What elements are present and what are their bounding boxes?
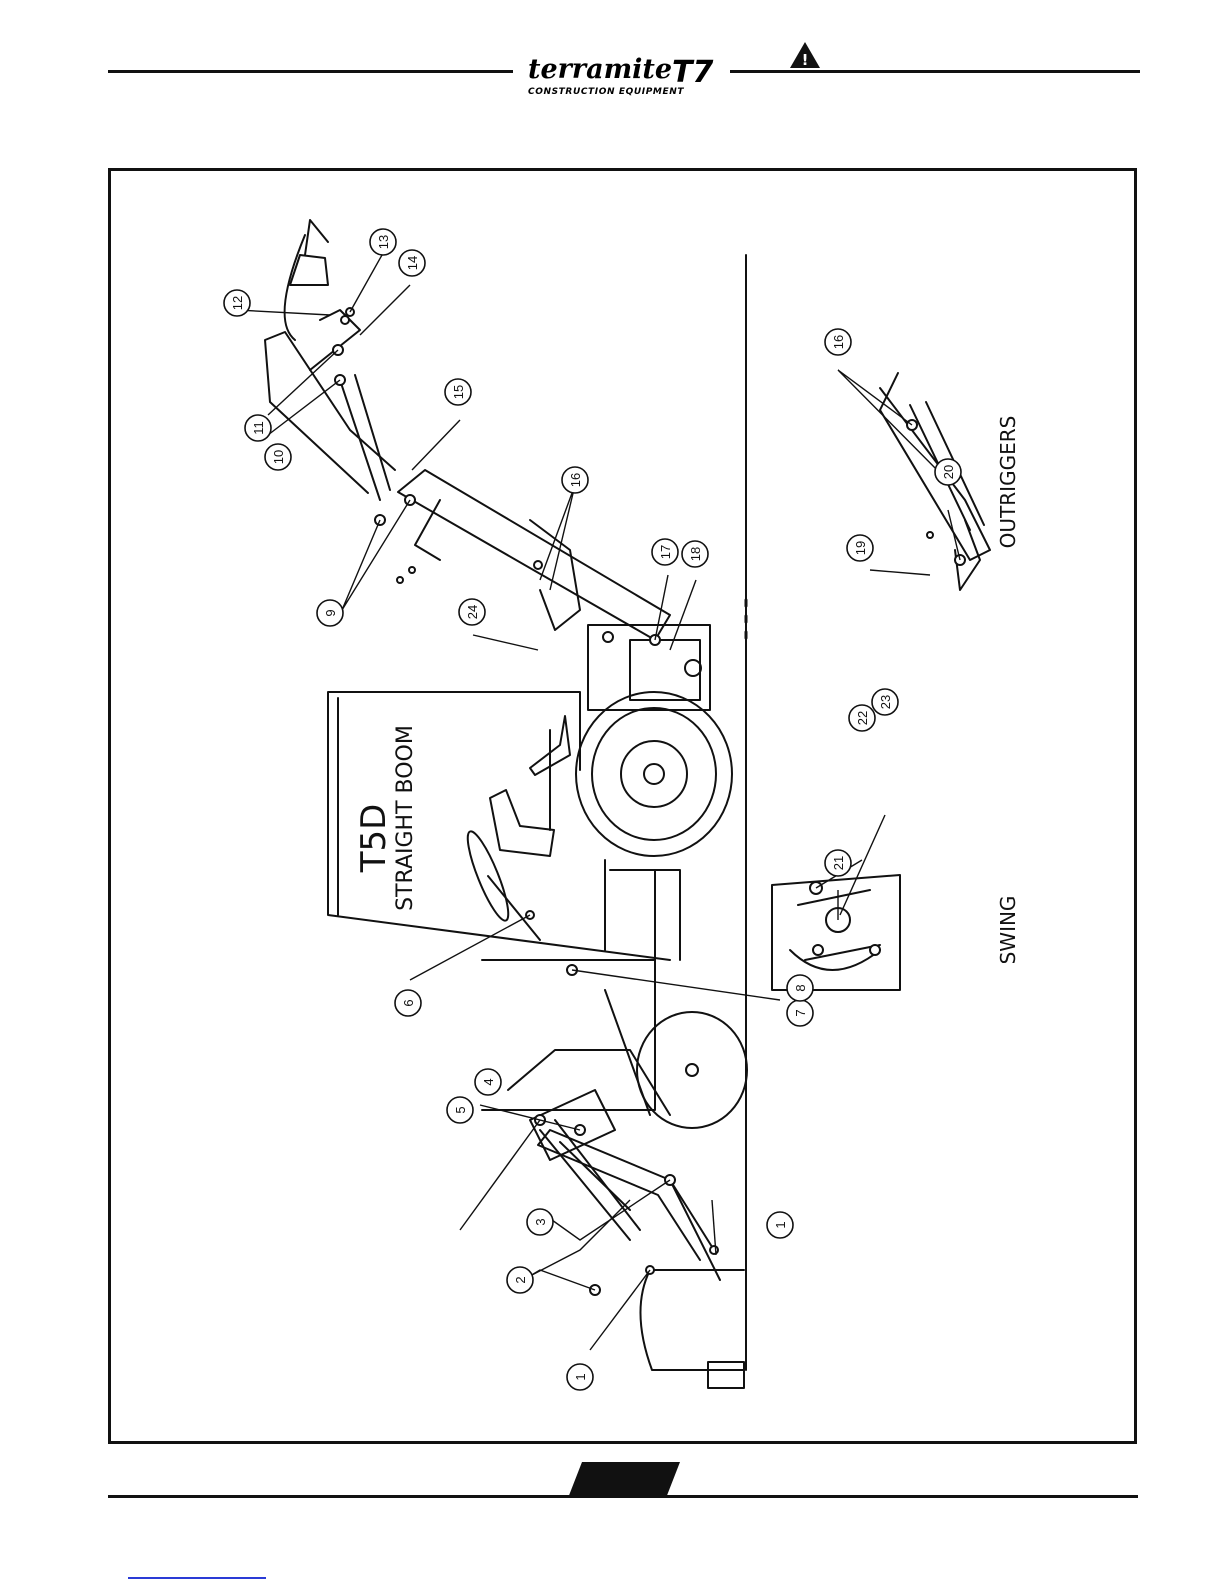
svg-text:13: 13 bbox=[376, 235, 391, 249]
callout-17: 17 bbox=[652, 539, 678, 565]
callout-14: 14 bbox=[399, 250, 425, 276]
svg-text:6: 6 bbox=[401, 999, 416, 1006]
svg-text:1: 1 bbox=[573, 1373, 588, 1380]
callout-16-boom: 16 bbox=[562, 467, 588, 493]
svg-text:17: 17 bbox=[658, 545, 673, 559]
footer-rule bbox=[108, 1495, 1138, 1498]
svg-text:3: 3 bbox=[533, 1218, 548, 1225]
callout-24: 24 bbox=[459, 599, 485, 625]
header-rule-right bbox=[730, 70, 1140, 73]
callout-15: 15 bbox=[445, 379, 471, 405]
loader-bucket-icon bbox=[640, 1270, 744, 1370]
svg-text:15: 15 bbox=[451, 385, 466, 399]
callout-3: 3 bbox=[527, 1209, 553, 1235]
swing-label: SWING bbox=[996, 896, 1020, 965]
lubrication-points-diagram: 1 1 2 3 4 5 6 7 8 9 10 11 12 13 14 15 16… bbox=[110, 170, 1135, 1442]
callout-9: 9 bbox=[317, 600, 343, 626]
page-number-tab bbox=[568, 1462, 680, 1498]
operator-seat-icon bbox=[490, 790, 554, 856]
rear-wheel-icon bbox=[576, 692, 732, 856]
backhoe-bucket-icon bbox=[285, 235, 305, 340]
svg-text:5: 5 bbox=[453, 1106, 468, 1113]
brand-name: terramite bbox=[528, 54, 672, 85]
svg-text:19: 19 bbox=[853, 541, 868, 555]
callout-2: 2 bbox=[507, 1267, 533, 1293]
brand-mark: T7 bbox=[672, 55, 713, 90]
callout-18: 18 bbox=[682, 541, 708, 567]
callout-1-bucket: 1 bbox=[767, 1212, 793, 1238]
svg-text:24: 24 bbox=[465, 605, 480, 619]
warning-icon: ! bbox=[788, 40, 822, 70]
svg-text:14: 14 bbox=[405, 256, 420, 270]
bucket-cutting-edge-icon bbox=[708, 1362, 744, 1388]
loader-arm-icon bbox=[538, 1130, 714, 1260]
svg-text:10: 10 bbox=[271, 450, 286, 464]
svg-text:11: 11 bbox=[251, 421, 266, 435]
svg-text:21: 21 bbox=[831, 856, 846, 870]
model-sublabel: STRAIGHT BOOM bbox=[393, 725, 418, 911]
tractor-body-icon bbox=[482, 960, 655, 1110]
svg-text:4: 4 bbox=[481, 1078, 496, 1085]
callout-13: 13 bbox=[370, 229, 396, 255]
backhoe-boom-icon bbox=[398, 470, 670, 640]
callout-20: 20 bbox=[935, 459, 961, 485]
outriggers-label: OUTRIGGERS bbox=[996, 416, 1020, 549]
callout-12: 12 bbox=[224, 290, 250, 316]
callout-5: 5 bbox=[447, 1097, 473, 1123]
svg-text:9: 9 bbox=[323, 609, 338, 616]
brand-subtitle: CONSTRUCTION EQUIPMENT bbox=[528, 87, 684, 97]
callout-21: 21 bbox=[825, 850, 851, 876]
model-label: T5D bbox=[354, 804, 394, 874]
outrigger-icon bbox=[880, 373, 990, 560]
svg-text:16: 16 bbox=[568, 473, 583, 487]
svg-text:18: 18 bbox=[688, 547, 703, 561]
callout-16-outrigger: 16 bbox=[825, 329, 851, 355]
svg-text:23: 23 bbox=[878, 695, 893, 709]
svg-text:8: 8 bbox=[793, 984, 808, 991]
header-rule-left bbox=[108, 70, 513, 73]
callout-22: 22 bbox=[849, 705, 875, 731]
callout-7: 7 bbox=[787, 1000, 813, 1026]
callout-4: 4 bbox=[475, 1069, 501, 1095]
svg-text:12: 12 bbox=[230, 296, 245, 310]
callout-1-loader: 1 bbox=[567, 1364, 593, 1390]
terramite-logo: terramite T7 CONSTRUCTION EQUIPMENT bbox=[522, 48, 722, 100]
svg-text:2: 2 bbox=[513, 1276, 528, 1283]
callout-23: 23 bbox=[872, 689, 898, 715]
callout-10: 10 bbox=[265, 444, 291, 470]
footer-link-underline[interactable] bbox=[128, 1577, 266, 1579]
svg-text:7: 7 bbox=[793, 1009, 808, 1016]
svg-text:22: 22 bbox=[855, 711, 870, 725]
callout-19: 19 bbox=[847, 535, 873, 561]
svg-text:1: 1 bbox=[773, 1221, 788, 1228]
svg-text:16: 16 bbox=[831, 335, 846, 349]
callout-11: 11 bbox=[245, 415, 271, 441]
svg-text:20: 20 bbox=[941, 465, 956, 479]
callout-6: 6 bbox=[395, 990, 421, 1016]
warning-symbol: ! bbox=[802, 51, 809, 69]
callout-8: 8 bbox=[787, 975, 813, 1001]
